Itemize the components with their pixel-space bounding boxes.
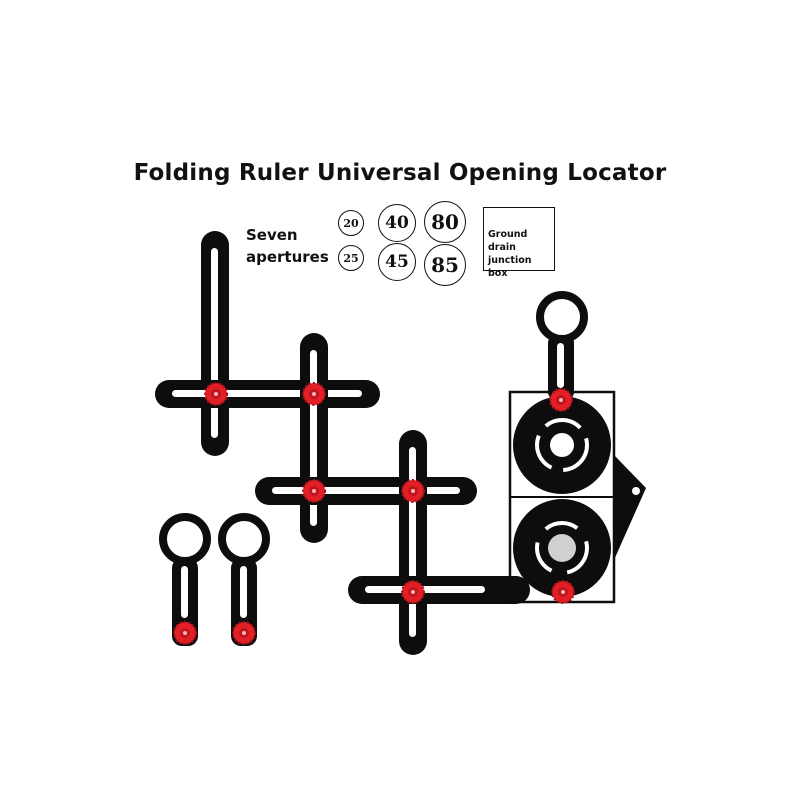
ring-arm-right: [218, 513, 270, 646]
cross-arm-middle: [255, 430, 477, 655]
knob-icon[interactable]: [302, 479, 326, 503]
knob-icon[interactable]: [549, 388, 573, 412]
aperture-badge-20: 20: [338, 210, 364, 236]
aperture-badge-45: 45: [378, 243, 416, 281]
knob-icon[interactable]: [401, 580, 425, 604]
junction-box-locator: [508, 291, 646, 604]
apertures-label-line1: Seven: [246, 226, 298, 244]
aperture-badge-85: 85: [424, 244, 466, 286]
junction-box-line1: Ground drain: [488, 229, 528, 253]
aperture-badge-40: 40: [378, 204, 416, 242]
aperture-badge-25: 25: [338, 245, 364, 271]
knob-icon[interactable]: [302, 382, 326, 406]
page-title: Folding Ruler Universal Opening Locator: [133, 160, 667, 186]
ring-arm-left: [159, 513, 211, 646]
knob-icon[interactable]: [551, 580, 575, 604]
aperture-badge-80: 80: [424, 201, 466, 243]
knob-icon[interactable]: [173, 621, 197, 645]
cross-arm-bottom: [348, 576, 530, 604]
junction-box-line2: junction box: [488, 255, 532, 279]
knob-icon[interactable]: [401, 479, 425, 503]
apertures-label: Seven apertures: [246, 224, 329, 268]
apertures-label-line2: apertures: [246, 248, 329, 266]
knob-icon[interactable]: [204, 382, 228, 406]
knob-icon[interactable]: [232, 621, 256, 645]
junction-box-badge: Ground drain junction box: [483, 207, 555, 279]
